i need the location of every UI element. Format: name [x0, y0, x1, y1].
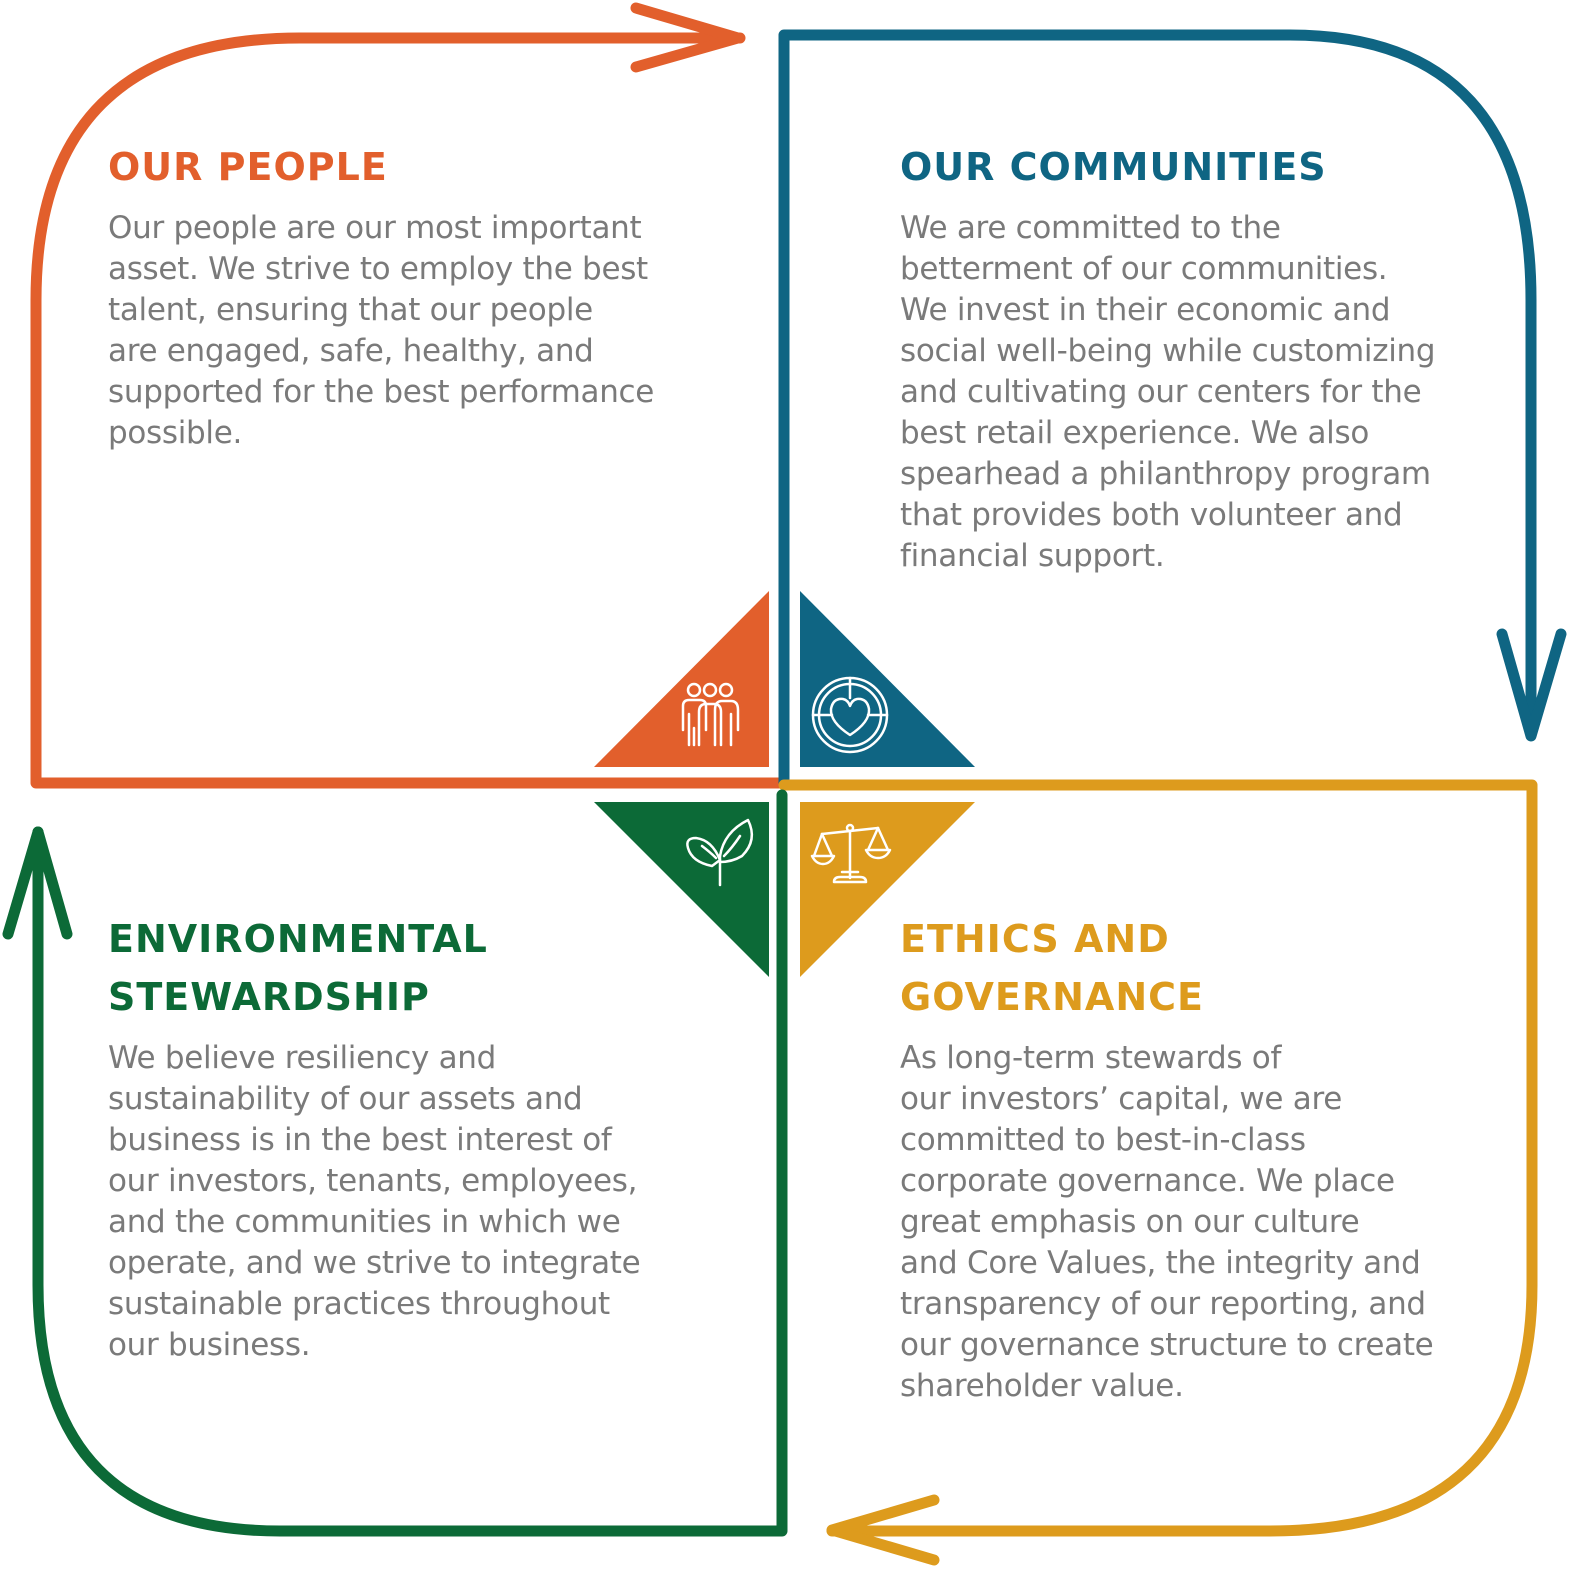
- environment-arrowhead: [2, 826, 73, 940]
- scales-icon: [810, 823, 892, 884]
- people-group-icon: [681, 682, 740, 747]
- communities-triangle: [800, 591, 975, 767]
- environment-section: ENVIRONMENTAL STEWARDSHIP We believe res…: [108, 910, 748, 1366]
- communities-title: OUR COMMUNITIES: [900, 145, 1327, 189]
- leaf-sprout-icon: [686, 818, 754, 887]
- ethics-body: As long-term stewards of our investors’ …: [900, 1040, 1434, 1404]
- people-triangle: [594, 591, 769, 767]
- globe-heart-icon: [811, 676, 889, 754]
- people-arrowhead: [630, 2, 744, 73]
- ethics-title: ETHICS AND GOVERNANCE: [900, 917, 1204, 1019]
- ethics-triangle: [800, 802, 975, 977]
- communities-body: We are committed to the betterment of ou…: [900, 210, 1436, 574]
- people-loop: [30, 2, 788, 789]
- environment-loop: [2, 789, 788, 1537]
- communities-loop: [778, 29, 1567, 789]
- communities-arrowhead: [1496, 628, 1567, 742]
- people-section: OUR PEOPLE Our people are our most impor…: [108, 138, 748, 454]
- people-title: OUR PEOPLE: [108, 145, 388, 189]
- ethics-section: ETHICS AND GOVERNANCE As long-term stewa…: [900, 910, 1540, 1407]
- environment-title: ENVIRONMENTAL STEWARDSHIP: [108, 917, 488, 1019]
- ethics-loop: [778, 779, 1538, 1566]
- people-body: Our people are our most important asset.…: [108, 210, 655, 451]
- communities-section: OUR COMMUNITIES We are committed to the …: [900, 138, 1540, 577]
- ethics-arrowhead: [826, 1494, 940, 1566]
- environment-body: We believe resiliency and sustainability…: [108, 1040, 641, 1363]
- environment-triangle: [594, 802, 769, 977]
